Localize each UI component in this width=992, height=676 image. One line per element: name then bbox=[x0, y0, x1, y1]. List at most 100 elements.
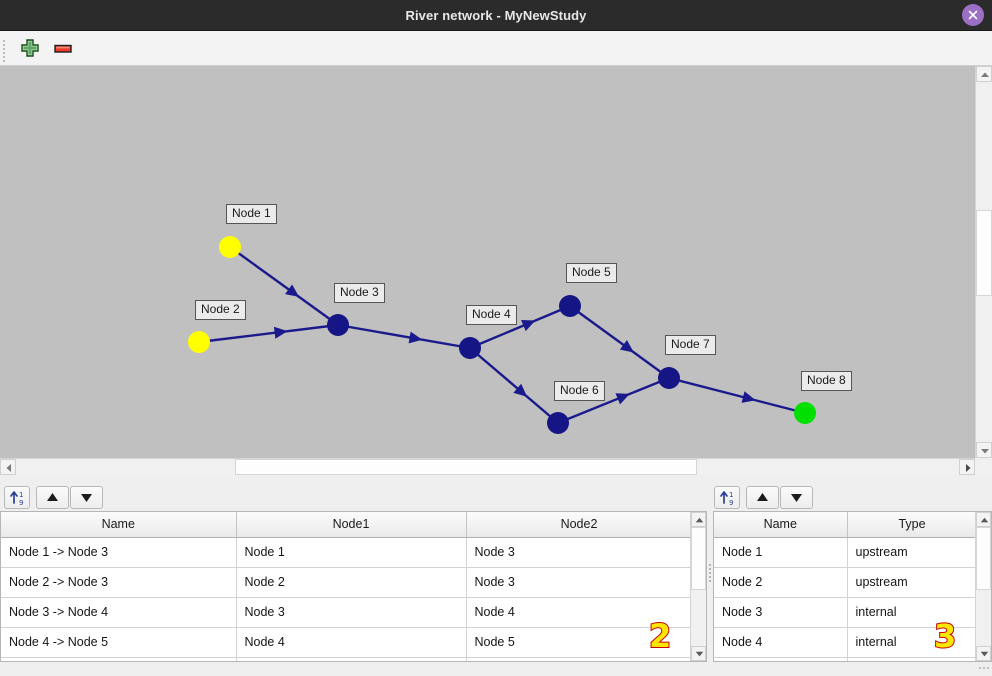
plus-icon[interactable] bbox=[18, 37, 42, 60]
graph-node[interactable] bbox=[188, 331, 210, 353]
triangle-up-icon[interactable] bbox=[36, 486, 69, 509]
table-cell[interactable] bbox=[1, 657, 237, 661]
table-cell[interactable]: Node 3 bbox=[714, 597, 848, 628]
graph-node-label[interactable]: Node 8 bbox=[801, 371, 852, 391]
graph-edge[interactable] bbox=[569, 305, 670, 379]
scroll-right-icon[interactable] bbox=[959, 459, 975, 475]
table-cell[interactable]: internal bbox=[847, 627, 978, 658]
edge-arrow-icon bbox=[513, 383, 528, 397]
graph-node-label[interactable]: Node 5 bbox=[566, 263, 617, 283]
minus-icon[interactable] bbox=[51, 37, 75, 60]
table-cell[interactable]: Node 3 -> Node 4 bbox=[1, 597, 237, 628]
vertical-splitter[interactable] bbox=[707, 484, 713, 662]
graph-edge[interactable] bbox=[337, 323, 471, 350]
svg-text:1: 1 bbox=[19, 491, 23, 499]
graph-node[interactable] bbox=[219, 236, 241, 258]
sort-ascending-icon[interactable]: 1 9 bbox=[714, 486, 740, 509]
table-cell[interactable]: Node 3 bbox=[466, 567, 693, 598]
sort-ascending-icon[interactable]: 1 9 bbox=[4, 486, 30, 509]
graph-node[interactable] bbox=[559, 295, 581, 317]
canvas-vertical-scrollbar[interactable] bbox=[975, 66, 992, 458]
scroll-up-icon[interactable] bbox=[976, 66, 992, 82]
graph-edge[interactable] bbox=[557, 376, 670, 425]
table-cell[interactable]: Node 4 -> Node 5 bbox=[1, 627, 237, 658]
scroll-down-icon[interactable] bbox=[691, 646, 706, 661]
canvas-horizontal-scrollbar[interactable] bbox=[0, 458, 975, 475]
nodes-vscroll-thumb[interactable] bbox=[976, 527, 991, 590]
graph-edge[interactable] bbox=[469, 304, 571, 350]
table-cell[interactable]: internal bbox=[847, 597, 978, 628]
graph-edge[interactable] bbox=[229, 246, 339, 326]
table-cell[interactable]: Node 3 bbox=[236, 597, 467, 628]
table-cell[interactable]: Node 4 bbox=[236, 627, 467, 658]
column-header-type[interactable]: Type bbox=[847, 512, 978, 538]
canvas-hscroll-thumb[interactable] bbox=[235, 459, 697, 475]
table-cell[interactable] bbox=[714, 657, 848, 661]
triangle-down-icon[interactable] bbox=[780, 486, 813, 509]
canvas-vscroll-thumb[interactable] bbox=[976, 210, 992, 296]
horizontal-splitter[interactable] bbox=[0, 475, 992, 509]
resize-grip-icon[interactable] bbox=[977, 656, 989, 674]
table-cell[interactable] bbox=[236, 657, 467, 661]
graph-node-label[interactable]: Node 7 bbox=[665, 335, 716, 355]
table-cell[interactable]: Node 2 -> Node 3 bbox=[1, 567, 237, 598]
graph-node-label[interactable]: Node 6 bbox=[554, 381, 605, 401]
main-toolbar bbox=[0, 31, 992, 66]
graph-node-label[interactable]: Node 4 bbox=[466, 305, 517, 325]
triangle-down-icon[interactable] bbox=[70, 486, 103, 509]
scroll-down-icon[interactable] bbox=[976, 646, 991, 661]
graph-node-label[interactable]: Node 1 bbox=[226, 204, 277, 224]
triangle-up-icon[interactable] bbox=[746, 486, 779, 509]
graph-node[interactable] bbox=[794, 402, 816, 424]
graph-edge[interactable] bbox=[668, 376, 806, 415]
table-cell[interactable]: Node 1 bbox=[236, 537, 467, 568]
graph-node[interactable] bbox=[658, 367, 680, 389]
reaches-vertical-scrollbar[interactable] bbox=[690, 512, 706, 661]
table-cell[interactable]: Node 4 bbox=[466, 597, 693, 628]
graph-node[interactable] bbox=[459, 337, 481, 359]
graph-edge[interactable] bbox=[198, 323, 339, 344]
scroll-up-icon[interactable] bbox=[976, 512, 991, 527]
table-cell[interactable]: upstream bbox=[847, 537, 978, 568]
annotation-2: 2 bbox=[648, 617, 672, 655]
scroll-left-icon[interactable] bbox=[0, 459, 16, 475]
table-cell[interactable]: Node 2 bbox=[714, 567, 848, 598]
toolbar-grip[interactable] bbox=[3, 38, 7, 62]
graph-node-label[interactable]: Node 3 bbox=[334, 283, 385, 303]
graph-edge[interactable] bbox=[469, 347, 559, 424]
graph-node[interactable] bbox=[547, 412, 569, 434]
table-cell[interactable]: Node 5 bbox=[466, 627, 693, 658]
table-cell[interactable]: Node 4 bbox=[714, 627, 848, 658]
column-header-node1[interactable]: Node1 bbox=[236, 512, 467, 538]
table-cell[interactable]: Node 1 bbox=[714, 537, 848, 568]
splitter-grip-icon bbox=[709, 564, 711, 584]
column-header-name[interactable]: Name bbox=[714, 512, 848, 538]
column-header-name[interactable]: Name bbox=[1, 512, 237, 538]
table-cell[interactable]: Node 2 bbox=[236, 567, 467, 598]
table-cell[interactable]: upstream bbox=[847, 567, 978, 598]
close-icon[interactable] bbox=[962, 4, 984, 26]
table-cell[interactable]: Node 3 bbox=[466, 537, 693, 568]
reaches-vscroll-thumb[interactable] bbox=[691, 527, 706, 590]
scroll-up-icon[interactable] bbox=[691, 512, 706, 527]
column-header-node2[interactable]: Node2 bbox=[466, 512, 693, 538]
graph-node-label[interactable]: Node 2 bbox=[195, 300, 246, 320]
table-cell[interactable]: Node 1 -> Node 3 bbox=[1, 537, 237, 568]
edge-layer bbox=[198, 246, 806, 425]
network-graph-canvas[interactable]: Node 1 Node 2 Node 3 Node 4 Node 5 Node 6 Node… bbox=[0, 66, 975, 458]
graph-node[interactable] bbox=[327, 314, 349, 336]
scroll-down-icon[interactable] bbox=[976, 442, 992, 458]
nodes-vertical-scrollbar[interactable] bbox=[975, 512, 991, 661]
